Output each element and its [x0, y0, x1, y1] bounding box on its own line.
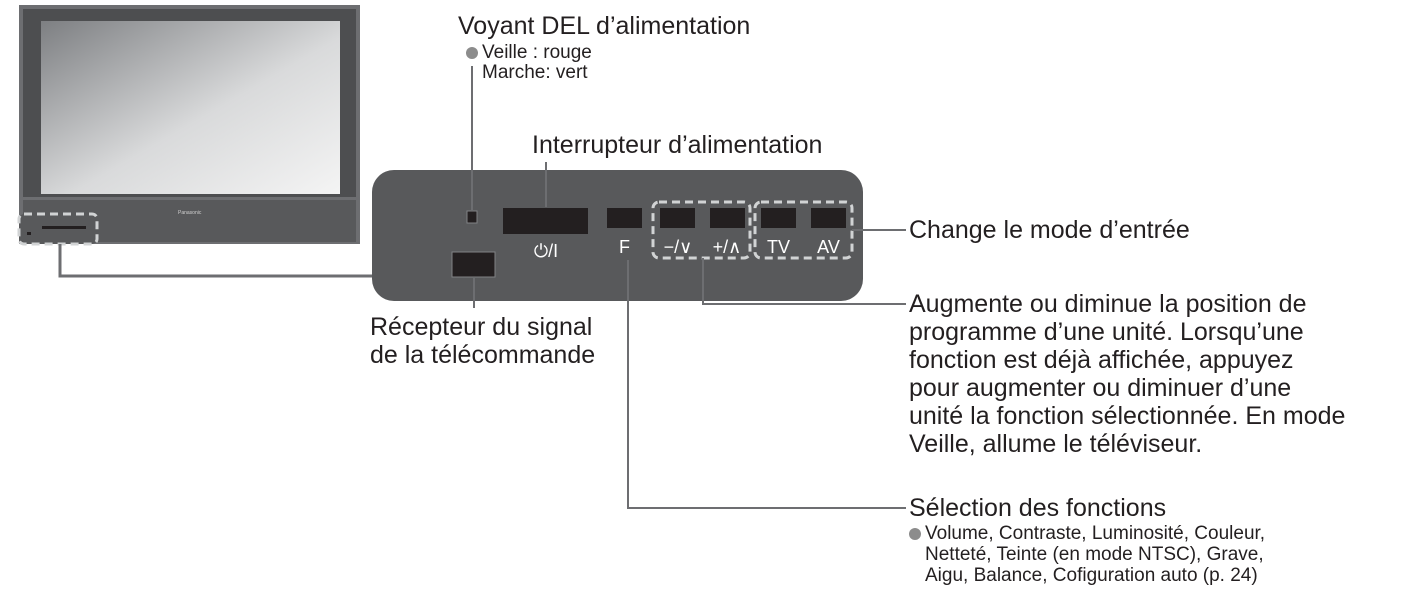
program-updown-line: Veille, allume le téléviseur.	[909, 430, 1203, 458]
remote-receiver-label-line2: de la télécommande	[370, 341, 596, 369]
tv-set	[19, 5, 360, 244]
av-button-label: AV	[817, 237, 840, 257]
program-updown-line: Augmente ou diminue la position de	[909, 290, 1307, 318]
volume-up-label: +/∧	[712, 237, 742, 257]
power-button[interactable]	[503, 208, 588, 234]
power-button-label: ⏻/I	[533, 241, 559, 261]
led-on-note: Marche: vert	[482, 62, 588, 83]
tv-brand-logo: Panasonic	[178, 210, 202, 216]
led-standby-note: Veille : rouge	[466, 42, 592, 64]
volume-down-label: −/∨	[663, 237, 693, 257]
volume-down-button[interactable]	[660, 208, 695, 228]
remote-receiver-window	[451, 251, 496, 278]
av-button[interactable]	[811, 208, 846, 228]
tv-screen	[41, 21, 340, 194]
program-updown-line: pour augmenter ou diminuer d’une	[909, 374, 1292, 402]
program-updown-line: fonction est déjà affichée, appuyez	[909, 346, 1294, 374]
input-button-group-outline	[753, 200, 854, 260]
power-switch-label: Interrupteur d’alimentation	[532, 131, 823, 159]
function-select-item: Volume, Contraste, Luminosité, Couleur,	[909, 523, 1265, 545]
leader-function	[627, 260, 906, 509]
function-select-item: Aigu, Balance, Cofiguration auto (p. 24)	[925, 565, 1258, 586]
function-button-label: F	[619, 237, 630, 257]
updown-button-group-outline	[651, 200, 752, 260]
program-updown-line: programme d’une unité. Lorsqu’une	[909, 318, 1304, 346]
function-select-item: Netteté, Teinte (en mode NTSC), Grave,	[925, 544, 1264, 565]
leader-lines	[471, 66, 906, 509]
leader-updown	[702, 258, 906, 305]
remote-receiver-label-line1: Récepteur du signal	[370, 313, 593, 341]
tv-button[interactable]	[761, 208, 796, 228]
tv-control-area-highlight	[17, 212, 99, 246]
program-updown-line: unité la fonction sélectionnée. En mode	[909, 402, 1346, 430]
input-mode-label: Change le mode d’entrée	[909, 216, 1190, 244]
connector-line	[58, 244, 386, 278]
tv-button-label: TV	[766, 237, 790, 257]
volume-up-button[interactable]	[710, 208, 745, 228]
led-indicator-title: Voyant DEL d’alimentation	[458, 12, 751, 40]
control-panel	[372, 170, 863, 301]
function-button[interactable]	[607, 208, 642, 228]
led-indicator	[466, 210, 478, 224]
function-select-title: Sélection des fonctions	[909, 494, 1167, 522]
